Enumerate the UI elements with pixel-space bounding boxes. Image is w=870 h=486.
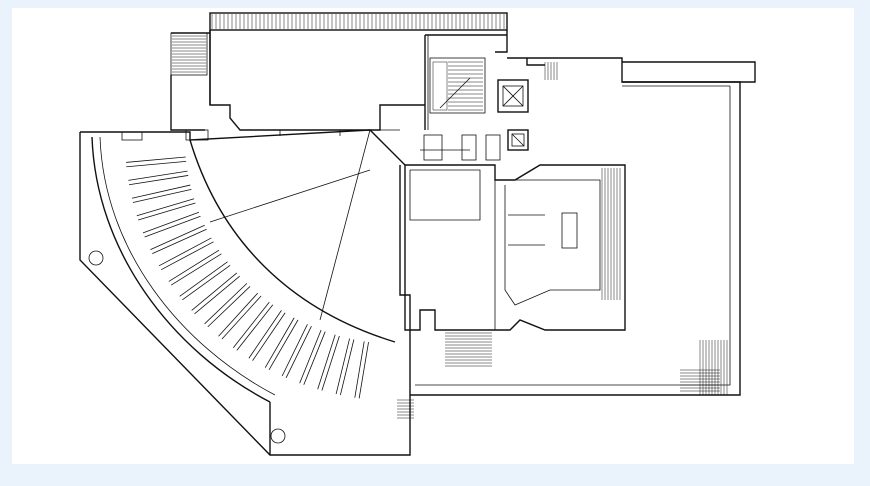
seat-row: [218, 292, 259, 337]
seat-row: [132, 188, 192, 203]
office-wing: [209, 12, 508, 136]
seat-row: [339, 339, 355, 396]
seat-row: [232, 301, 270, 348]
seat-row: [171, 253, 222, 286]
seat-row: [248, 310, 282, 359]
seat-row: [252, 312, 286, 361]
courtyard: [399, 134, 626, 367]
seat-row: [191, 272, 238, 311]
seat-row: [128, 175, 189, 186]
staircase-core: [429, 57, 486, 114]
seat-row: [285, 325, 312, 379]
seat-row: [354, 341, 365, 398]
seat-row: [321, 335, 340, 391]
seat-row: [138, 202, 196, 221]
seat-row: [150, 224, 205, 251]
seat-row: [136, 198, 195, 217]
elevator: [497, 79, 529, 151]
seat-row: [221, 295, 262, 340]
seat-row: [142, 211, 200, 234]
seat-row: [335, 338, 350, 395]
seat-row: [182, 265, 231, 301]
seat-row: [126, 161, 187, 168]
terrace: [410, 57, 756, 396]
service-block: [170, 32, 210, 141]
seat-row: [168, 249, 220, 282]
seat-row: [158, 237, 212, 267]
seat-row: [194, 275, 240, 315]
auditorium-seating: [125, 156, 369, 399]
seat-row: [281, 324, 308, 377]
seat-row: [152, 228, 207, 254]
seat-row: [207, 286, 251, 328]
seat-row: [264, 317, 295, 368]
seat-row: [204, 283, 248, 325]
seat-row: [299, 329, 322, 384]
auditorium: [79, 129, 414, 456]
seat-row: [236, 304, 274, 351]
seat-row: [125, 156, 186, 163]
seat-row: [161, 241, 214, 271]
seat-row: [268, 319, 299, 370]
seat-row: [131, 184, 191, 199]
seat-row: [358, 342, 369, 399]
seat-row: [179, 261, 228, 297]
seat-row: [144, 215, 201, 238]
seat-row: [303, 331, 326, 385]
seat-row: [128, 170, 188, 181]
seat-row: [317, 334, 336, 390]
